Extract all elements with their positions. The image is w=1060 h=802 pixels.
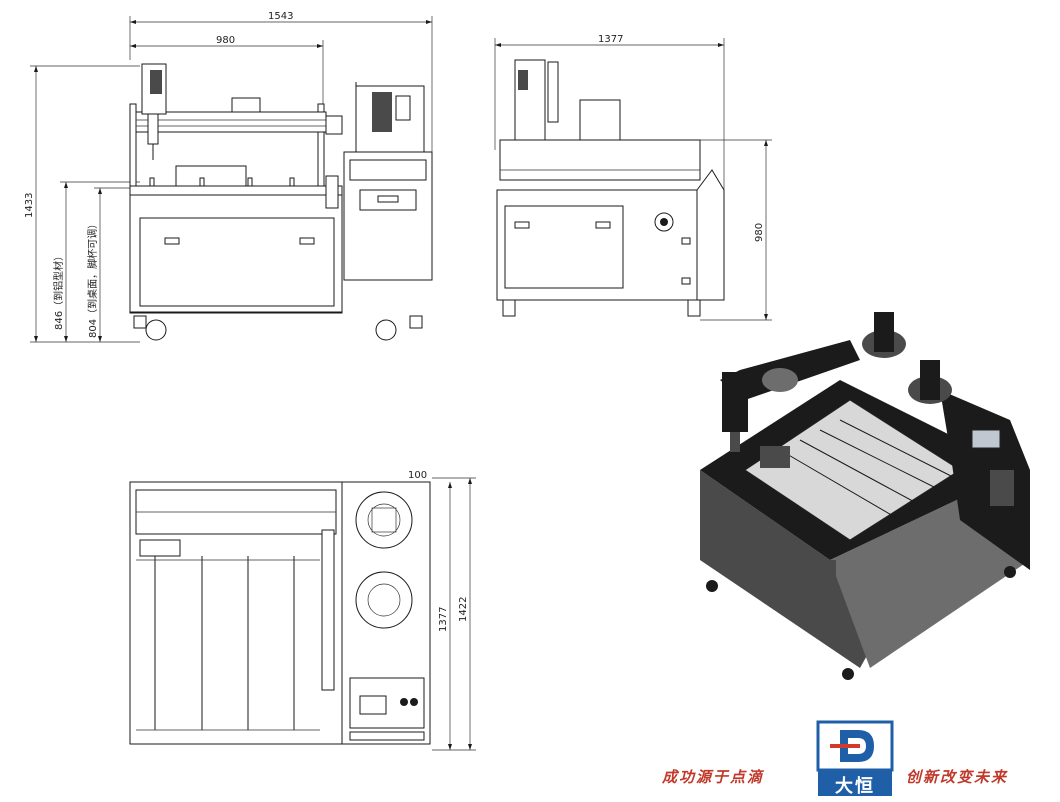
slogan-right: 创新改变未来 (906, 768, 1009, 786)
side-view: 1377 980 (494, 34, 772, 321)
dim-front-height-total: 1433 (24, 193, 35, 218)
logo-text: 大恒 (835, 776, 875, 797)
logo-emblem-icon (816, 720, 894, 796)
dim-top-depth-inner: 1377 (438, 607, 449, 632)
dim-front-height-profile: 846（到铝型材） (52, 251, 65, 330)
dim-front-width-total: 1543 (268, 11, 293, 22)
dim-top-depth-total: 1422 (458, 597, 469, 622)
machine-3d-render (700, 312, 1030, 680)
dim-front-width-table: 980 (216, 35, 235, 46)
front-view: 1543 980 1433 846（到铝型材） 804（到桌面，脚杯可调） (24, 11, 433, 343)
slogan-left: 成功源于点滴 (662, 768, 765, 786)
dim-side-depth: 1377 (598, 34, 623, 45)
dim-top-label: 100 (408, 470, 427, 481)
top-view: 100 1377 1422 (129, 470, 476, 751)
dim-side-height: 980 (754, 223, 765, 242)
dim-front-height-table: 804（到桌面，脚杯可调） (86, 219, 99, 338)
brand-logo: 大恒 (816, 720, 894, 798)
